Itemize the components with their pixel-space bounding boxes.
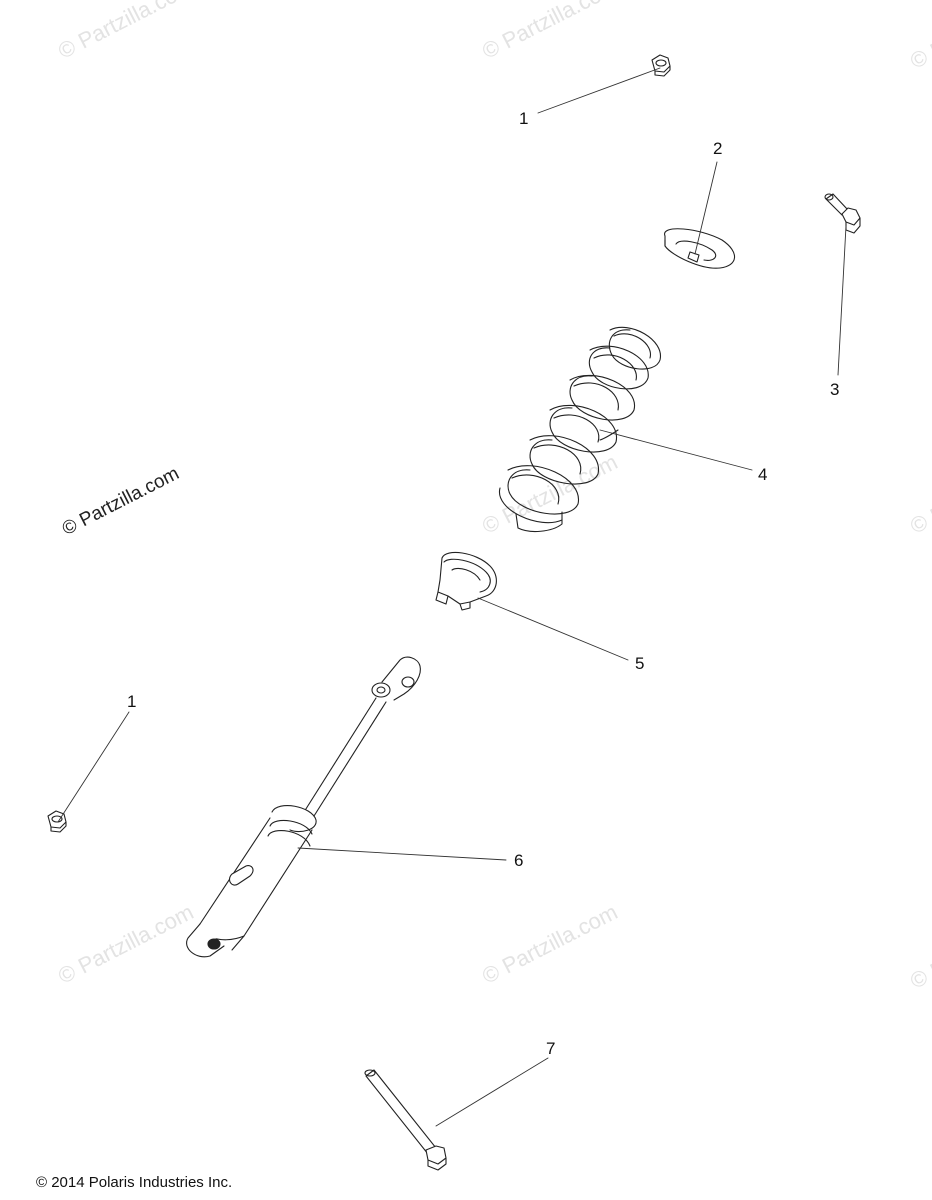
spring-seat-icon <box>435 551 497 611</box>
callout-5: 5 <box>635 654 645 673</box>
callout-1-bottom: 1 <box>127 692 137 711</box>
long-bolt-icon <box>364 1069 447 1171</box>
copyright-text: © 2014 Polaris Industries Inc. <box>36 1174 233 1191</box>
spring-retainer-icon <box>664 228 736 269</box>
shock-absorber-icon <box>186 656 421 958</box>
callout-6: 6 <box>514 851 524 870</box>
callout-4: 4 <box>758 465 768 484</box>
bolt-icon <box>824 193 861 234</box>
leader-lines <box>57 67 847 1127</box>
callout-7: 7 <box>546 1039 556 1058</box>
nut-icon <box>651 54 671 77</box>
nut-icon <box>47 810 67 833</box>
coil-spring-icon <box>499 326 661 533</box>
callout-1-top: 1 <box>519 109 529 128</box>
callout-2: 2 <box>713 139 723 158</box>
callout-3: 3 <box>830 380 840 399</box>
